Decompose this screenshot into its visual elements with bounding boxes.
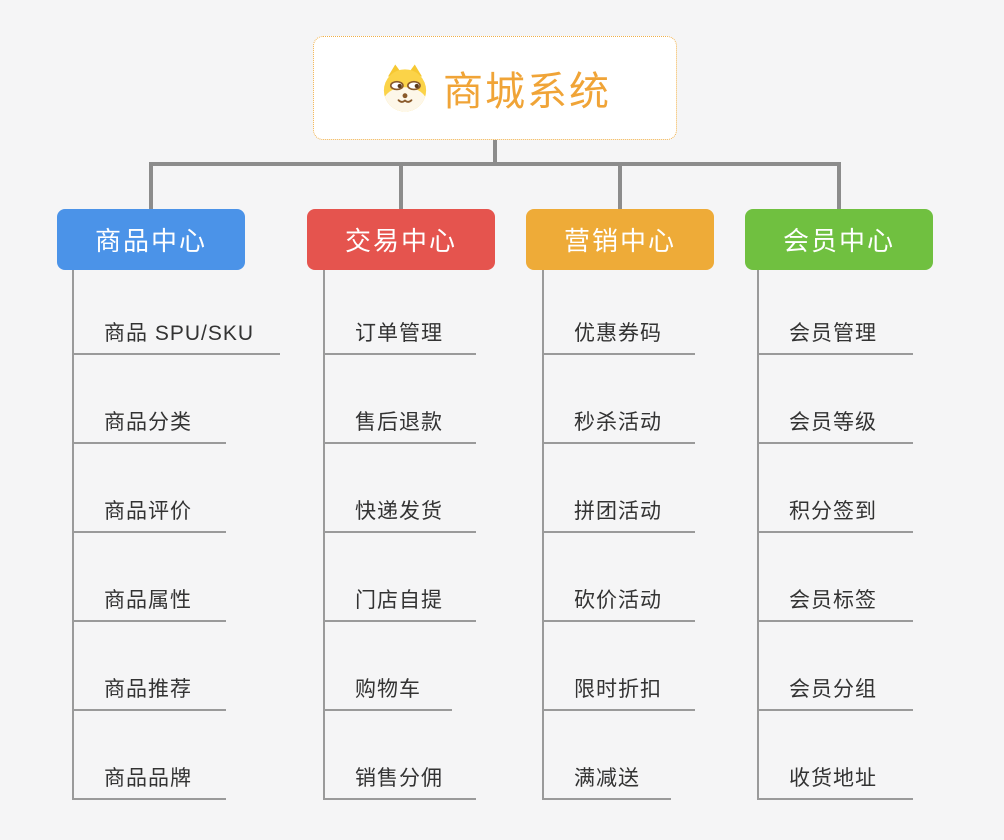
branch-header-trade[interactable]: 交易中心 xyxy=(307,209,495,270)
node-group-buy[interactable]: 拼团活动 xyxy=(542,489,695,533)
dog-face-icon xyxy=(383,64,427,112)
node-coupon-code[interactable]: 优惠券码 xyxy=(542,311,695,355)
node-limited-time-discount[interactable]: 限时折扣 xyxy=(542,667,695,711)
node-aftersale-refund[interactable]: 售后退款 xyxy=(323,400,476,444)
node-product-spu-sku[interactable]: 商品 SPU/SKU xyxy=(72,311,280,355)
branch-line-marketing xyxy=(542,270,544,800)
branch-line-product xyxy=(72,270,74,800)
node-member-tag[interactable]: 会员标签 xyxy=(757,578,913,622)
node-shopping-cart[interactable]: 购物车 xyxy=(323,667,452,711)
node-sales-commission[interactable]: 销售分佣 xyxy=(323,756,476,800)
node-full-reduction[interactable]: 满减送 xyxy=(542,756,671,800)
branch-line-trade xyxy=(323,270,325,800)
connector-drop-member xyxy=(837,162,841,209)
node-member-management[interactable]: 会员管理 xyxy=(757,311,913,355)
node-flash-sale[interactable]: 秒杀活动 xyxy=(542,400,695,444)
connector-root-stem xyxy=(493,140,497,166)
node-points-checkin[interactable]: 积分签到 xyxy=(757,489,913,533)
branch-header-member[interactable]: 会员中心 xyxy=(745,209,933,270)
node-product-recommend[interactable]: 商品推荐 xyxy=(72,667,226,711)
root-title: 商城系统 xyxy=(443,70,611,114)
branch-header-marketing[interactable]: 营销中心 xyxy=(526,209,714,270)
connector-horizontal-bar xyxy=(149,162,841,166)
connector-drop-product xyxy=(149,162,153,209)
node-shipping-address[interactable]: 收货地址 xyxy=(757,756,913,800)
node-express-delivery[interactable]: 快递发货 xyxy=(323,489,476,533)
root-node[interactable]: 商城系统 xyxy=(313,36,677,140)
connector-drop-marketing xyxy=(618,162,622,209)
node-store-pickup[interactable]: 门店自提 xyxy=(323,578,476,622)
node-member-group[interactable]: 会员分组 xyxy=(757,667,913,711)
node-product-review[interactable]: 商品评价 xyxy=(72,489,226,533)
node-member-level[interactable]: 会员等级 xyxy=(757,400,913,444)
node-product-category[interactable]: 商品分类 xyxy=(72,400,226,444)
branch-line-member xyxy=(757,270,759,800)
node-product-attribute[interactable]: 商品属性 xyxy=(72,578,226,622)
node-order-management[interactable]: 订单管理 xyxy=(323,311,476,355)
node-bargain-activity[interactable]: 砍价活动 xyxy=(542,578,695,622)
node-product-brand[interactable]: 商品品牌 xyxy=(72,756,226,800)
branch-header-product[interactable]: 商品中心 xyxy=(57,209,245,270)
connector-drop-trade xyxy=(399,162,403,209)
